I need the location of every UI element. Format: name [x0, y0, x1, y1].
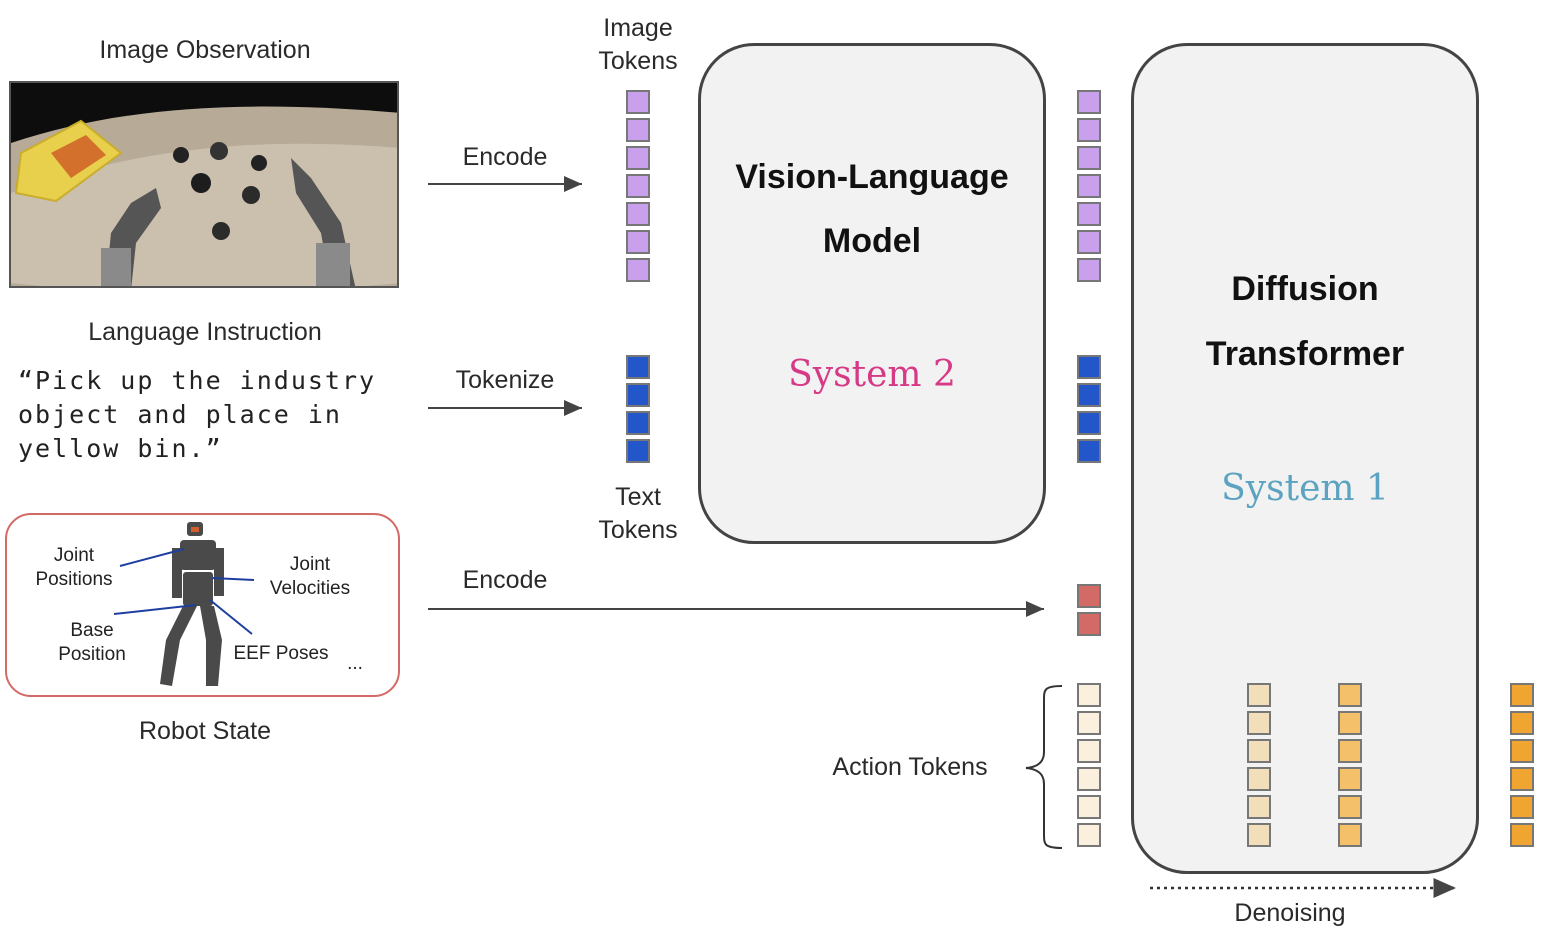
token — [1077, 355, 1101, 379]
token — [1077, 767, 1101, 791]
token — [1338, 823, 1362, 847]
dit-title-line2: Transformer — [1205, 335, 1405, 373]
token — [1077, 146, 1101, 170]
vlm-title-line2: Model — [822, 222, 922, 260]
token — [626, 411, 650, 435]
text-tokens-input — [626, 355, 650, 463]
token — [1510, 739, 1534, 763]
action-tokens-step-2 — [1338, 683, 1362, 847]
token — [1077, 230, 1101, 254]
token — [1338, 683, 1362, 707]
token — [1077, 612, 1101, 636]
token — [1077, 439, 1101, 463]
eef-poses-label: EEF Poses — [233, 643, 329, 664]
token — [1247, 767, 1271, 791]
action-tokens-noisy — [1077, 683, 1101, 847]
encode-image-label: Encode — [462, 143, 548, 171]
vision-language-model-box: Vision-Language Model System 2 — [698, 43, 1046, 544]
token — [1247, 823, 1271, 847]
encode-state-label: Encode — [462, 566, 548, 594]
image-tokens-input — [626, 90, 650, 282]
token — [1510, 823, 1534, 847]
token — [626, 118, 650, 142]
token — [1077, 258, 1101, 282]
token — [626, 258, 650, 282]
token — [1510, 767, 1534, 791]
token — [626, 174, 650, 198]
token — [1338, 711, 1362, 735]
action-tokens-step-1 — [1247, 683, 1271, 847]
token — [626, 439, 650, 463]
robot-state-title: Robot State — [138, 717, 272, 745]
token — [1338, 739, 1362, 763]
token — [1077, 584, 1101, 608]
token — [1338, 795, 1362, 819]
token — [1247, 711, 1271, 735]
token — [1338, 767, 1362, 791]
token — [1077, 683, 1101, 707]
language-instruction-title: Language Instruction — [88, 318, 322, 346]
tokenize-label: Tokenize — [455, 366, 555, 394]
text-tokens-output — [1077, 355, 1101, 463]
token — [626, 383, 650, 407]
token — [1077, 118, 1101, 142]
token — [626, 355, 650, 379]
system-1-label: System 1 — [1221, 468, 1389, 509]
image-tokens-output — [1077, 90, 1101, 282]
token — [1077, 739, 1101, 763]
vlm-title-line1: Vision-Language — [735, 158, 1009, 196]
token — [1077, 202, 1101, 226]
denoising-label: Denoising — [1234, 899, 1346, 927]
token — [1247, 683, 1271, 707]
token — [626, 146, 650, 170]
action-tokens-final — [1510, 683, 1534, 847]
token — [1077, 411, 1101, 435]
token — [1077, 711, 1101, 735]
token — [1077, 823, 1101, 847]
token — [1247, 795, 1271, 819]
system-2-label: System 2 — [788, 354, 956, 395]
more-state-ellipsis: ... — [347, 653, 363, 674]
image-observation-title: Image Observation — [99, 36, 311, 64]
token — [1077, 90, 1101, 114]
dit-title-line1: Diffusion — [1231, 270, 1379, 308]
token — [626, 230, 650, 254]
token — [1077, 795, 1101, 819]
image-observation-photo — [9, 81, 399, 288]
action-tokens-brace — [1025, 685, 1063, 849]
token — [626, 202, 650, 226]
token — [1247, 739, 1271, 763]
action-tokens-label: Action Tokens — [832, 753, 988, 781]
token — [1510, 683, 1534, 707]
token — [1510, 711, 1534, 735]
token — [1077, 174, 1101, 198]
token — [626, 90, 650, 114]
state-tokens — [1077, 584, 1101, 636]
token — [1510, 795, 1534, 819]
diffusion-transformer-box: Diffusion Transformer System 1 — [1131, 43, 1479, 874]
token — [1077, 383, 1101, 407]
